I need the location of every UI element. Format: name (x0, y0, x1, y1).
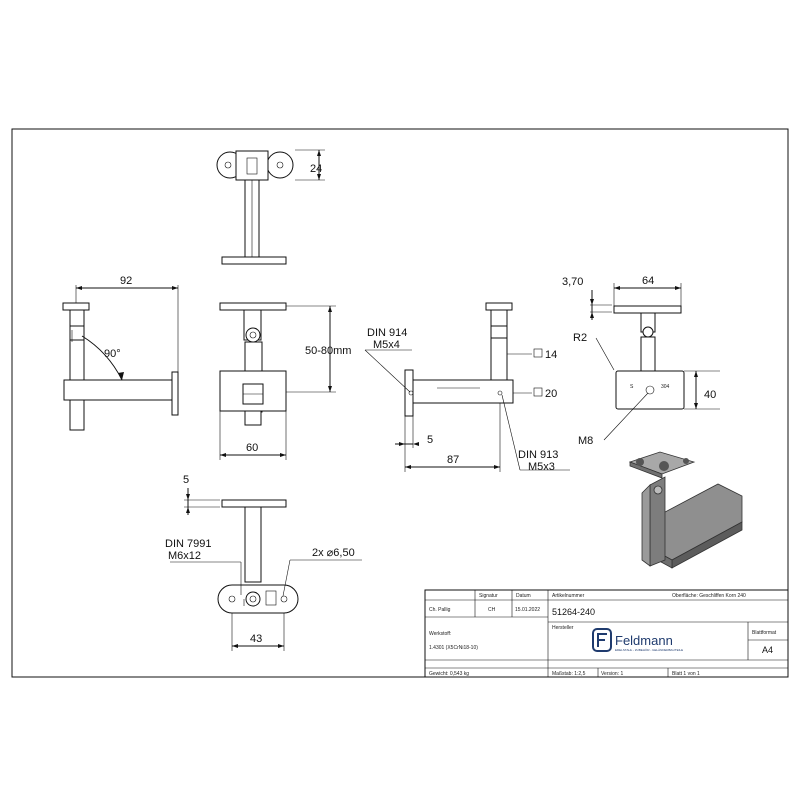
tb-name: Ch. Pallig (429, 607, 451, 613)
dim-bottom-5: 5 (183, 474, 189, 486)
isometric-view (628, 451, 743, 569)
dim-plate-R2: R2 (573, 332, 587, 344)
top-view: 24 (216, 149, 325, 265)
dim-section-87: 87 (447, 454, 459, 466)
dim-din914-b: M5x4 (373, 339, 400, 351)
dim-din914-a: DIN 914 (367, 327, 407, 339)
dim-front-range: 50-80mm (305, 345, 351, 357)
logo-tagline: EDELSTAHL - ZUBEHÖR - GELÄNDERBAUTEILE (615, 648, 683, 652)
tb-signatur: CH (488, 607, 496, 613)
plate-mark-304: 304 (661, 384, 670, 390)
tb-werkstoff-label: Werkstoff: (429, 631, 451, 637)
tb-artikelnummer-label: Artikelnummer (552, 593, 585, 599)
front-view: 60 50-80mm (219, 302, 351, 460)
dim-side-92: 92 (120, 275, 132, 287)
tb-gewicht: Gewicht: 0,543 kg (429, 671, 469, 677)
dim-holes: 2x ⌀6,50 (312, 547, 355, 559)
dim-top-24: 24 (310, 163, 322, 175)
dim-sq14: 14 (545, 349, 557, 361)
side-view: 92 90° (62, 275, 179, 431)
dim-plate-40: 40 (704, 389, 716, 401)
bottom-view: 5 43 DIN 7991 M6x12 2x ⌀6,50 (165, 474, 362, 651)
tb-sheet-format: A4 (762, 645, 773, 655)
dim-bottom-43: 43 (250, 633, 262, 645)
section-view: 5 87 DIN 914 M5x4 14 20 DIN 913 M5x3 (364, 302, 570, 473)
dim-din7991-a: DIN 7991 (165, 538, 211, 550)
tb-part-number: 51264-240 (552, 607, 595, 617)
tb-massstab: Maßstab: 1:2,5 (552, 671, 586, 677)
dim-plate-64: 64 (642, 275, 654, 287)
plate-mark-s: S (630, 384, 634, 390)
tb-version: Version: 1 (601, 671, 623, 677)
dim-sq20: 20 (545, 388, 557, 400)
tb-oberflaeche: Oberfläche: Geschliffen Korn 240 (672, 593, 746, 599)
dim-angle-90: 90° (104, 348, 121, 360)
title-block: Signatur Datum Artikelnummer Oberfläche:… (424, 589, 789, 678)
tb-blatt: Blatt 1 von 1 (672, 671, 700, 677)
dim-section-5: 5 (427, 434, 433, 446)
feldmann-logo: Feldmann EDELSTAHL - ZUBEHÖR - GELÄNDERB… (592, 628, 683, 652)
plate-view: S 304 64 3,70 R2 40 M8 (562, 275, 720, 447)
tb-signatur-label: Signatur (479, 593, 498, 599)
dim-din913-a: DIN 913 (518, 449, 558, 461)
dim-din7991-b: M6x12 (168, 550, 201, 562)
tb-blattformat-label: Blattformat (752, 630, 777, 636)
dim-plate-M8: M8 (578, 435, 593, 447)
logo-name: Feldmann (615, 633, 673, 648)
dim-front-60: 60 (246, 442, 258, 454)
dim-plate-370: 3,70 (562, 276, 583, 288)
dim-din913-b: M5x3 (528, 461, 555, 473)
tb-hersteller-label: Hersteller (552, 625, 574, 631)
tb-datum: 15.01.2022 (515, 607, 540, 613)
tb-datum-label: Datum (516, 593, 531, 599)
tb-werkstoff-value: 1.4301 (X5CrNi18-10) (429, 645, 478, 651)
